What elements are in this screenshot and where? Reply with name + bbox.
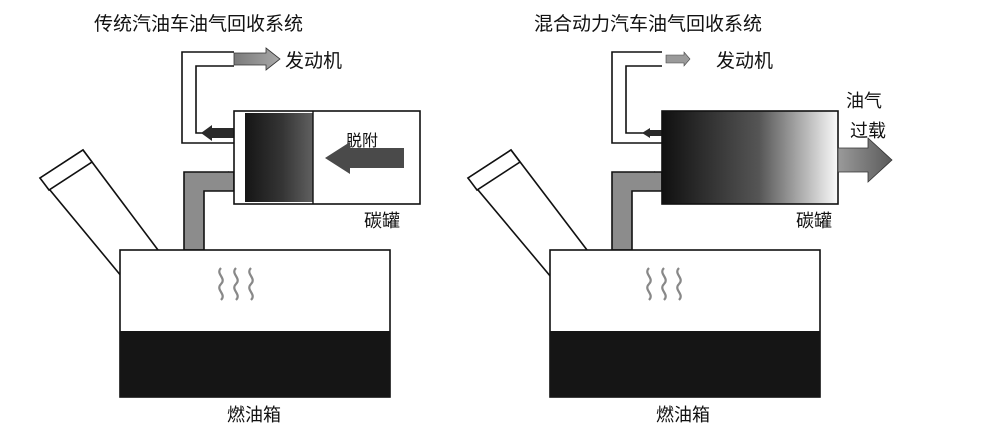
engine-label: 发动机 bbox=[716, 50, 773, 72]
vapor-waves-icon bbox=[646, 267, 682, 301]
fuel-liquid bbox=[550, 331, 820, 397]
filler-cap bbox=[466, 148, 522, 192]
tank-label: 燃油箱 bbox=[656, 405, 710, 426]
tank-label: 燃油箱 bbox=[227, 405, 281, 426]
canister-label: 碳罐 bbox=[796, 211, 832, 232]
engine-pipe-inner bbox=[625, 65, 662, 134]
desorption-arrow bbox=[325, 142, 404, 174]
engine-pipe bbox=[611, 51, 662, 144]
vapor-pipe bbox=[183, 171, 235, 251]
purge-outlet-arrow bbox=[201, 125, 234, 141]
hybrid-system-panel: 混合动力汽车油气回收系统 发动机 油气 过载 碳罐 燃油箱 bbox=[466, 13, 893, 426]
desorption-label: 脱附 bbox=[346, 131, 378, 150]
panel-title: 传统汽油车油气回收系统 bbox=[94, 13, 303, 35]
vapor-waves-icon bbox=[218, 267, 254, 301]
canister-label: 碳罐 bbox=[364, 211, 400, 232]
purge-outlet-arrow bbox=[642, 128, 662, 138]
overload-label-line1: 油气 bbox=[846, 91, 882, 112]
engine-pipe bbox=[181, 51, 234, 144]
canister-carbon-bed bbox=[245, 113, 313, 202]
canister-box bbox=[661, 110, 839, 205]
filler-cap bbox=[38, 148, 94, 192]
engine-label: 发动机 bbox=[285, 50, 342, 72]
overload-label-line2: 过载 bbox=[850, 121, 886, 142]
engine-arrow bbox=[665, 51, 691, 67]
engine-arrow bbox=[233, 47, 281, 71]
overload-arrow bbox=[837, 137, 893, 183]
fuel-liquid bbox=[120, 331, 390, 397]
vapor-pipe bbox=[611, 171, 663, 251]
traditional-system-panel: 传统汽油车油气回收系统 发动机 脱附 碳罐 燃油箱 bbox=[38, 13, 421, 426]
engine-pipe-inner bbox=[195, 65, 234, 134]
panel-title: 混合动力汽车油气回收系统 bbox=[534, 13, 762, 35]
